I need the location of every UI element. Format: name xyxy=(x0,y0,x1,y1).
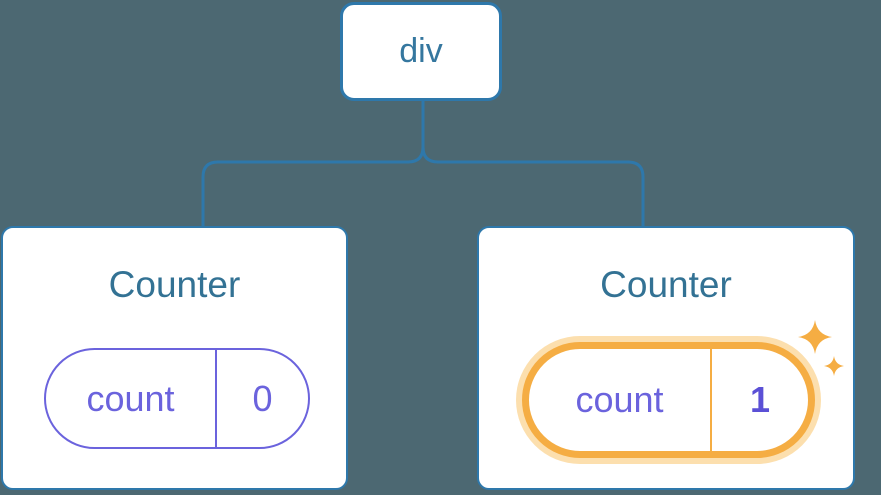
state-value: 0 xyxy=(215,350,308,447)
counter-title: Counter xyxy=(600,264,732,305)
counter-card-right: Counter count 1 xyxy=(477,226,855,490)
state-pill-highlighted: count 1 xyxy=(522,342,815,458)
state-pill: count 0 xyxy=(44,348,310,449)
root-node-label: div xyxy=(399,32,443,70)
state-key-label: count xyxy=(86,377,175,419)
state-key-label: count xyxy=(575,379,664,420)
root-node-div: div xyxy=(340,2,502,101)
counter-title: Counter xyxy=(108,264,241,305)
state-value: 1 xyxy=(710,349,808,451)
counter-card-left: Counter count 0 xyxy=(1,226,348,490)
